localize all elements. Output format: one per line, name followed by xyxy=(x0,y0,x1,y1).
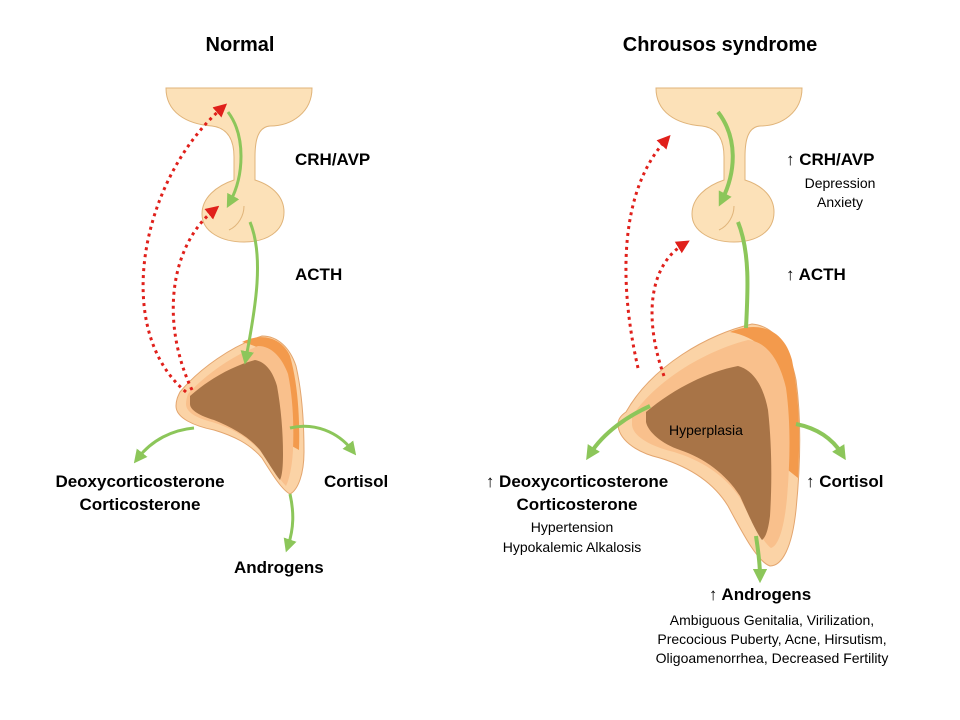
syndrome-acth-arrow xyxy=(736,221,750,329)
normal-acth-arrow xyxy=(240,221,259,365)
hypokalemic-alkalosis-label: Hypokalemic Alkalosis xyxy=(502,539,642,555)
normal-corticosterone-label: Corticosterone xyxy=(79,495,201,514)
normal-doc-label: Deoxycorticosterone xyxy=(55,472,225,491)
syndrome-title: Chrousos syndrome xyxy=(622,34,818,56)
syndrome-adrenal-gland xyxy=(617,323,801,567)
syndrome-cortisol-arrow xyxy=(795,422,846,461)
syndrome-depression-label: Depression xyxy=(804,175,876,191)
normal-acth-label: ACTH xyxy=(295,265,343,284)
syndrome-panel xyxy=(586,87,846,584)
normal-title: Normal xyxy=(205,34,275,56)
syndrome-pituitary xyxy=(655,87,803,243)
hyperplasia-label: Hyperplasia xyxy=(669,422,743,438)
androgen-effect-line-3: Oligoamenorrhea, Decreased Fertility xyxy=(655,650,889,666)
normal-androgen-arrow xyxy=(283,493,297,553)
normal-panel xyxy=(133,87,357,553)
syndrome-doc-label: ↑ Deoxycorticosterone xyxy=(485,472,669,491)
hypertension-label: Hypertension xyxy=(530,519,614,535)
syndrome-doc-arrow xyxy=(586,404,651,461)
normal-androgens-label: Androgens xyxy=(234,558,324,577)
normal-crh-label: CRH/AVP xyxy=(295,150,371,169)
androgen-effect-line-1: Ambiguous Genitalia, Virilization, xyxy=(669,612,875,628)
androgen-effect-line-2: Precocious Puberty, Acne, Hirsutism, xyxy=(657,631,887,647)
syndrome-acth-label: ↑ ACTH xyxy=(786,265,846,284)
syndrome-cortisol-label: ↑ Cortisol xyxy=(806,472,884,491)
normal-doc-arrow xyxy=(133,426,195,464)
syndrome-crh-label: ↑ CRH/AVP xyxy=(786,150,875,169)
syndrome-feedback-hypothalamus xyxy=(624,135,671,369)
syndrome-corticosterone-label: Corticosterone xyxy=(516,495,638,514)
normal-pituitary xyxy=(165,87,313,243)
normal-feedback-hypothalamus xyxy=(141,103,228,394)
normal-adrenal-gland xyxy=(175,335,305,495)
syndrome-androgen-arrow xyxy=(752,535,768,584)
syndrome-androgens-label: ↑ Androgens xyxy=(708,585,812,604)
normal-feedback-pituitary xyxy=(171,205,220,391)
normal-cortisol-label: Cortisol xyxy=(324,472,389,491)
syndrome-anxiety-label: Anxiety xyxy=(817,194,863,210)
normal-crh-arrow xyxy=(226,111,243,208)
syndrome-crh-arrow xyxy=(716,110,735,207)
normal-cortisol-arrow xyxy=(289,424,357,456)
